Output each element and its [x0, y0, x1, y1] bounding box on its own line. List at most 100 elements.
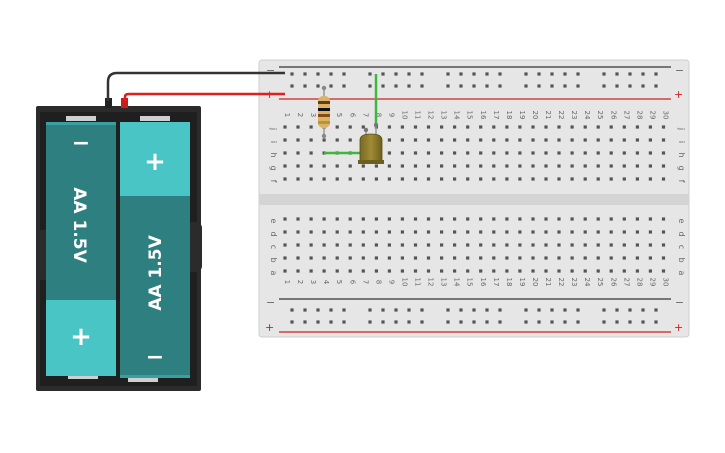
rail-hole[interactable]: [394, 72, 398, 76]
rail-hole[interactable]: [472, 72, 476, 76]
terminal-hole[interactable]: [557, 138, 561, 142]
terminal-hole[interactable]: [596, 243, 600, 247]
terminal-hole[interactable]: [492, 177, 496, 181]
rail-hole[interactable]: [381, 320, 385, 324]
terminal-hole[interactable]: [479, 230, 483, 234]
rail-hole[interactable]: [368, 72, 372, 76]
terminal-hole[interactable]: [400, 243, 404, 247]
terminal-hole[interactable]: [296, 164, 300, 168]
terminal-hole[interactable]: [426, 125, 431, 129]
terminal-hole[interactable]: [322, 269, 326, 273]
terminal-hole[interactable]: [309, 177, 313, 181]
terminal-hole[interactable]: [557, 256, 561, 260]
terminal-hole[interactable]: [479, 138, 483, 142]
rail-hole[interactable]: [459, 72, 463, 76]
terminal-hole[interactable]: [426, 138, 431, 142]
terminal-hole[interactable]: [387, 256, 391, 260]
rail-hole[interactable]: [537, 72, 541, 76]
terminal-hole[interactable]: [609, 177, 613, 181]
rail-hole[interactable]: [407, 72, 411, 76]
rail-hole[interactable]: [628, 84, 632, 88]
terminal-hole[interactable]: [557, 217, 561, 221]
terminal-hole[interactable]: [635, 217, 639, 221]
terminal-hole[interactable]: [505, 243, 509, 247]
terminal-hole[interactable]: [505, 269, 509, 273]
terminal-hole[interactable]: [609, 138, 613, 142]
terminal-hole[interactable]: [426, 243, 431, 247]
rail-hole[interactable]: [563, 84, 567, 88]
terminal-hole[interactable]: [635, 138, 639, 142]
rail-hole[interactable]: [498, 84, 502, 88]
terminal-hole[interactable]: [492, 256, 496, 260]
terminal-hole[interactable]: [309, 217, 313, 221]
terminal-hole[interactable]: [387, 151, 391, 155]
terminal-hole[interactable]: [609, 164, 613, 168]
rail-hole[interactable]: [316, 72, 320, 76]
terminal-hole[interactable]: [413, 151, 418, 155]
rail-hole[interactable]: [654, 72, 658, 76]
terminal-hole[interactable]: [518, 151, 522, 155]
rail-hole[interactable]: [342, 320, 346, 324]
terminal-hole[interactable]: [557, 164, 561, 168]
terminal-hole[interactable]: [648, 230, 652, 234]
terminal-hole[interactable]: [466, 164, 470, 168]
rail-hole[interactable]: [368, 308, 372, 312]
terminal-hole[interactable]: [505, 177, 509, 181]
terminal-hole[interactable]: [570, 269, 574, 273]
terminal-hole[interactable]: [335, 269, 339, 273]
terminal-hole[interactable]: [309, 138, 313, 142]
terminal-hole[interactable]: [479, 243, 483, 247]
terminal-hole[interactable]: [361, 164, 365, 168]
terminal-hole[interactable]: [531, 269, 535, 273]
terminal-hole[interactable]: [583, 151, 587, 155]
terminal-hole[interactable]: [570, 151, 574, 155]
terminal-hole[interactable]: [505, 164, 509, 168]
terminal-hole[interactable]: [400, 151, 404, 155]
terminal-hole[interactable]: [479, 151, 483, 155]
rail-hole[interactable]: [485, 72, 489, 76]
rail-hole[interactable]: [498, 72, 502, 76]
rail-hole[interactable]: [290, 84, 294, 88]
rail-hole[interactable]: [303, 320, 307, 324]
terminal-hole[interactable]: [400, 177, 404, 181]
terminal-hole[interactable]: [387, 243, 391, 247]
terminal-hole[interactable]: [335, 164, 339, 168]
terminal-hole[interactable]: [544, 138, 548, 142]
terminal-hole[interactable]: [466, 269, 470, 273]
rail-hole[interactable]: [485, 84, 489, 88]
rail-hole[interactable]: [420, 84, 424, 88]
terminal-hole[interactable]: [557, 230, 561, 234]
terminal-hole[interactable]: [492, 151, 496, 155]
terminal-hole[interactable]: [466, 243, 470, 247]
rail-hole[interactable]: [641, 320, 645, 324]
battery-cell-right[interactable]: + − AA 1.5V: [120, 122, 190, 378]
rail-hole[interactable]: [446, 308, 450, 312]
rail-hole[interactable]: [641, 72, 645, 76]
terminal-hole[interactable]: [440, 269, 444, 273]
terminal-hole[interactable]: [296, 177, 300, 181]
rail-hole[interactable]: [550, 72, 554, 76]
terminal-hole[interactable]: [570, 230, 574, 234]
rail-hole[interactable]: [537, 308, 541, 312]
terminal-hole[interactable]: [583, 164, 587, 168]
terminal-hole[interactable]: [440, 151, 444, 155]
terminal-hole[interactable]: [440, 138, 444, 142]
rail-hole[interactable]: [381, 72, 385, 76]
rail-hole[interactable]: [368, 84, 372, 88]
rail-hole[interactable]: [654, 84, 658, 88]
terminal-hole[interactable]: [609, 230, 613, 234]
terminal-hole[interactable]: [648, 177, 652, 181]
terminal-hole[interactable]: [492, 217, 496, 221]
terminal-hole[interactable]: [648, 217, 652, 221]
terminal-hole[interactable]: [648, 151, 652, 155]
rail-hole[interactable]: [550, 308, 554, 312]
rail-hole[interactable]: [407, 320, 411, 324]
terminal-hole[interactable]: [570, 138, 574, 142]
rail-hole[interactable]: [329, 72, 333, 76]
terminal-hole[interactable]: [583, 230, 587, 234]
terminal-hole[interactable]: [348, 230, 352, 234]
terminal-hole[interactable]: [453, 177, 457, 181]
rail-hole[interactable]: [524, 84, 528, 88]
terminal-hole[interactable]: [466, 217, 470, 221]
terminal-hole[interactable]: [361, 256, 365, 260]
